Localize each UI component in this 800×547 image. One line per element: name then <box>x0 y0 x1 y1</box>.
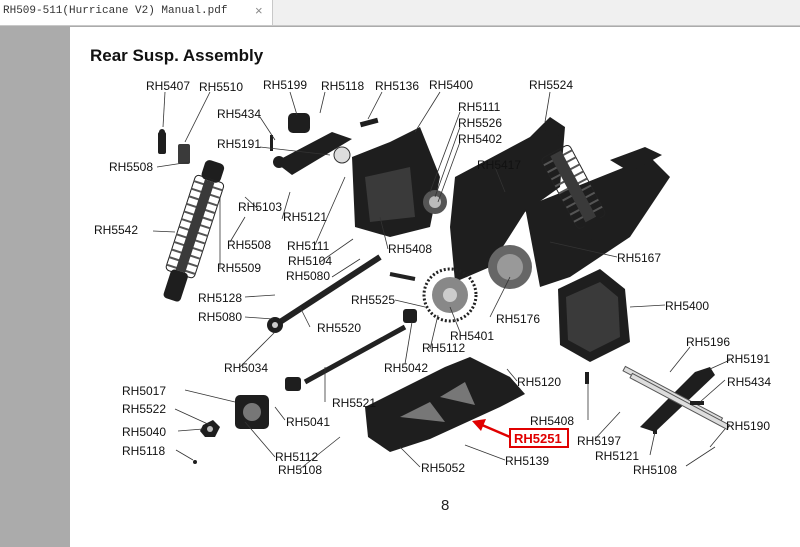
part-label: RH5510 <box>199 80 243 94</box>
part-label: RH5118 <box>122 444 165 458</box>
part-label: RH5034 <box>224 361 268 375</box>
part-label: RH5196 <box>686 335 730 349</box>
part-label: RH5197 <box>577 434 621 448</box>
highlight-box <box>509 428 569 448</box>
lower-arm-part <box>365 357 525 452</box>
part-label: RH5191 <box>217 137 261 151</box>
part-label: RH5136 <box>375 79 419 93</box>
part-label: RH5167 <box>617 251 661 265</box>
part-label: RH5103 <box>238 200 282 214</box>
part-label: RH5542 <box>94 223 138 237</box>
part-label: RH5111 <box>458 100 501 114</box>
leader-lines <box>152 91 731 470</box>
part-label: RH5434 <box>727 375 771 389</box>
part-label: RH5401 <box>450 329 494 343</box>
part-label: RH5525 <box>351 293 395 307</box>
highlight-part-label: RH5251 <box>514 431 562 446</box>
part-label: RH5509 <box>217 261 261 275</box>
part-label: RH5400 <box>665 299 709 313</box>
page-number: 8 <box>441 497 450 514</box>
driveshaft-parts <box>267 254 417 391</box>
exploded-parts-diagram: RH5251 RH5407 RH5510 RH5199 RH5118 RH513… <box>94 78 771 477</box>
part-label: RH5434 <box>217 107 261 121</box>
part-label: RH5199 <box>263 78 307 92</box>
part-label: RH5400 <box>429 78 473 92</box>
pdf-page: Rear Susp. Assembly <box>70 27 800 547</box>
page-title: Rear Susp. Assembly <box>90 46 264 65</box>
top-mount-part <box>610 147 662 172</box>
part-label: RH5407 <box>146 79 190 93</box>
part-label: RH5112 <box>422 341 465 355</box>
part-label: RH5408 <box>388 242 432 256</box>
part-label: RH5041 <box>286 415 330 429</box>
part-label: RH5521 <box>332 396 376 410</box>
part-label: RH5080 <box>198 310 242 324</box>
part-label: RH5139 <box>505 454 549 468</box>
part-label: RH5191 <box>726 352 770 366</box>
part-label: RH5017 <box>122 384 166 398</box>
tab-title: RH509-511(Hurricane V2) Manual.pdf <box>3 5 228 17</box>
part-label: RH5176 <box>496 312 540 326</box>
part-label: RH5190 <box>726 419 770 433</box>
part-label: RH5108 <box>633 463 677 477</box>
diff-gear-part <box>422 267 478 323</box>
part-label: RH5128 <box>198 291 242 305</box>
part-label: RH5108 <box>278 463 322 477</box>
part-label: RH5508 <box>109 160 153 174</box>
part-label: RH5104 <box>288 254 332 268</box>
part-label: RH5402 <box>458 132 502 146</box>
part-label: RH5121 <box>595 449 639 463</box>
gearbox-part <box>352 127 447 237</box>
part-label: RH5508 <box>227 238 271 252</box>
part-label: RH5120 <box>517 375 561 389</box>
part-label: RH5118 <box>321 79 364 93</box>
shock-absorber-part <box>158 129 225 302</box>
part-label: RH5524 <box>529 78 573 92</box>
highlight-arrow <box>472 419 511 439</box>
gearbox-cover-part <box>558 269 630 362</box>
part-label: RH5417 <box>477 158 521 172</box>
close-icon[interactable]: × <box>255 3 263 18</box>
part-label: RH5526 <box>458 116 502 130</box>
part-label: RH5080 <box>286 269 330 283</box>
part-label: RH5040 <box>122 425 166 439</box>
document-tab[interactable]: RH509-511(Hurricane V2) Manual.pdf × <box>0 0 273 25</box>
part-label: RH5052 <box>421 461 465 475</box>
hub-carrier-part <box>193 395 269 464</box>
right-link-parts <box>585 365 731 434</box>
part-label: RH5121 <box>283 210 327 224</box>
right-shock-part <box>534 128 608 242</box>
part-label: RH5408 <box>530 414 574 428</box>
part-label: RH5042 <box>384 361 428 375</box>
part-label: RH5522 <box>122 402 166 416</box>
part-label: RH5520 <box>317 321 361 335</box>
part-label: RH5111 <box>287 239 330 253</box>
tab-bar: RH509-511(Hurricane V2) Manual.pdf × <box>0 0 800 26</box>
part-label: RH5112 <box>275 450 318 464</box>
